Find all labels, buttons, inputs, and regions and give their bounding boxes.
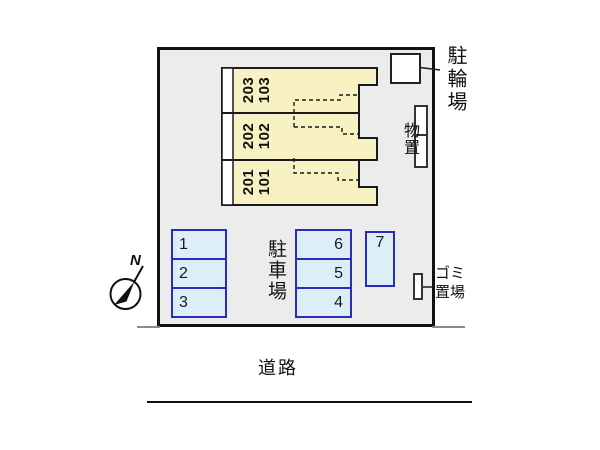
bicycle-parking-label: 駐輪場 [444, 45, 466, 114]
unit-label-202-102: 202 102 [240, 114, 275, 158]
north-label: N [130, 252, 141, 269]
parking-space-7: 7 [365, 231, 395, 287]
unit-lower: 102 [255, 122, 273, 150]
compass-circle [109, 278, 142, 310]
unit-lower: 103 [255, 76, 273, 104]
compass-north-icon [109, 265, 144, 310]
parking-block-right: 6 5 4 [295, 229, 352, 318]
parking-space-1: 1 [171, 229, 227, 260]
parking-space-3: 3 [171, 287, 227, 318]
storage-box [414, 105, 428, 168]
parking-space-4: 4 [295, 287, 352, 318]
unit-lower: 101 [255, 168, 273, 196]
compass-needle [114, 281, 135, 305]
unit-label-201-101: 201 101 [240, 160, 275, 204]
unit-upper: 202 [240, 122, 257, 150]
garbage-label-line2: 置場 [435, 283, 466, 301]
road-label: 道路 [258, 358, 298, 378]
parking-space-5: 5 [295, 258, 352, 289]
parking-space-2: 2 [171, 258, 227, 289]
parking-area-label: 駐車場 [265, 239, 286, 302]
garbage-label: ゴミ 置場 [435, 265, 465, 303]
storage-box-divider [414, 134, 428, 136]
unit-upper: 201 [240, 168, 257, 196]
parking-block-left: 1 2 3 [171, 229, 227, 318]
unit-label-203-103: 203 103 [240, 68, 275, 112]
storage-label: 物置 [401, 122, 418, 156]
bicycle-parking-box [390, 53, 421, 84]
garbage-box [413, 273, 423, 300]
parking-space-6: 6 [295, 229, 352, 260]
unit-upper: 203 [240, 76, 257, 104]
garbage-label-line1: ゴミ [435, 265, 466, 282]
